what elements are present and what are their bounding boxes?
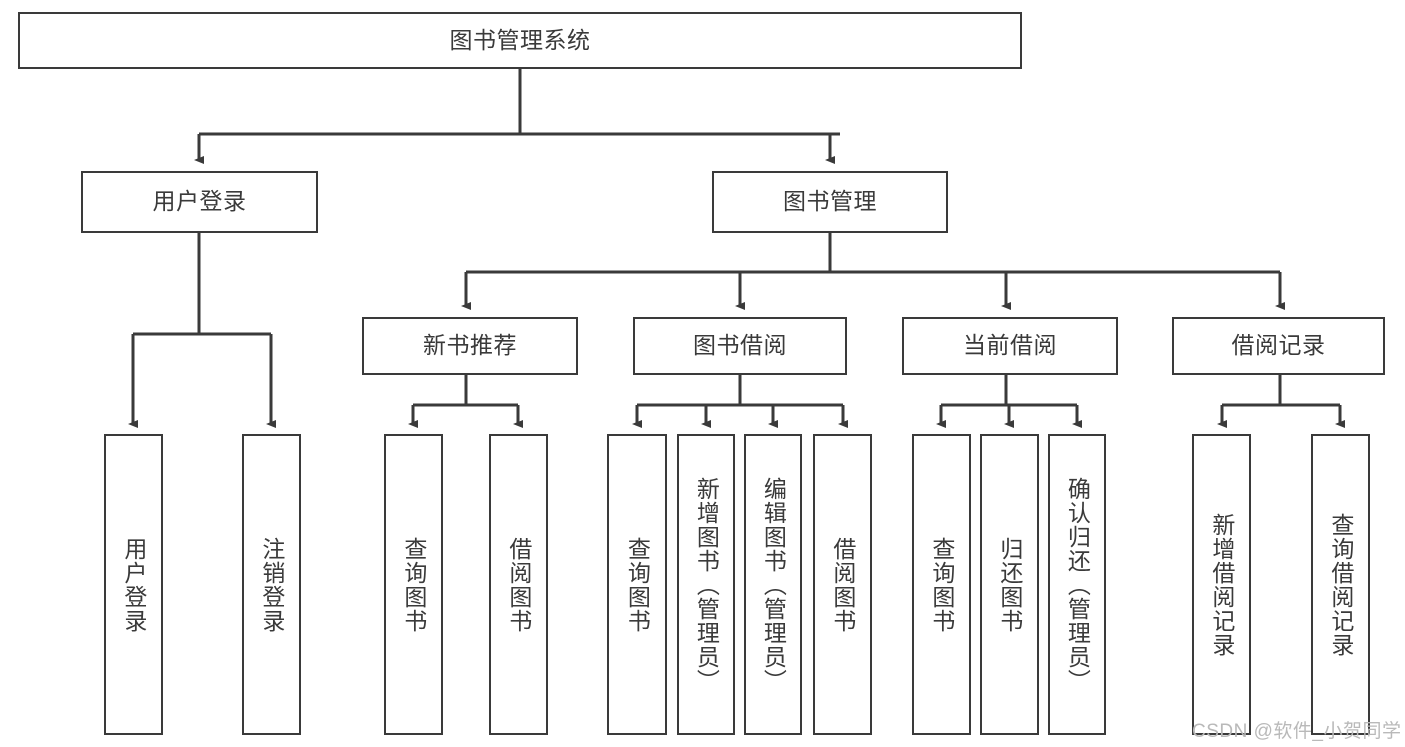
leaf-borrow-record-query-record[interactable]: 查询借阅记录 xyxy=(1311,434,1370,735)
leaf-label: 查询图书 xyxy=(624,536,651,633)
leaf-label: 借阅图书 xyxy=(829,536,856,633)
leaf-book-borrow-add-book[interactable]: 新增图书（管理员） xyxy=(677,434,735,735)
leaf-label: 归还图书 xyxy=(996,536,1023,633)
node-new-book-recommend[interactable]: 新书推荐 xyxy=(362,317,578,375)
node-user-login[interactable]: 用户登录 xyxy=(81,171,318,233)
node-book-management[interactable]: 图书管理 xyxy=(712,171,948,233)
node-book-borrow[interactable]: 图书借阅 xyxy=(633,317,847,375)
leaf-label: 确认归还（管理员） xyxy=(1064,476,1091,693)
node-current-borrow-label: 当前借阅 xyxy=(963,332,1057,359)
leaf-label: 用户登录 xyxy=(120,536,147,633)
leaf-current-borrow-return-book[interactable]: 归还图书 xyxy=(980,434,1039,735)
leaf-label: 查询借阅记录 xyxy=(1327,512,1354,657)
node-book-borrow-label: 图书借阅 xyxy=(693,332,787,359)
leaf-label: 借阅图书 xyxy=(505,536,532,633)
leaf-label: 编辑图书（管理员） xyxy=(760,476,787,693)
leaf-book-borrow-edit-book[interactable]: 编辑图书（管理员） xyxy=(744,434,802,735)
leaf-borrow-record-add-record[interactable]: 新增借阅记录 xyxy=(1192,434,1251,735)
leaf-label: 查询图书 xyxy=(928,536,955,633)
node-book-management-label: 图书管理 xyxy=(783,188,877,215)
leaf-user-login-login[interactable]: 用户登录 xyxy=(104,434,163,735)
leaf-new-book-borrow-book[interactable]: 借阅图书 xyxy=(489,434,548,735)
node-borrow-record-label: 借阅记录 xyxy=(1231,332,1326,359)
leaf-label: 注销登录 xyxy=(258,536,285,633)
leaf-new-book-query-book[interactable]: 查询图书 xyxy=(384,434,443,735)
node-current-borrow[interactable]: 当前借阅 xyxy=(902,317,1118,375)
leaf-label: 新增图书（管理员） xyxy=(693,476,720,693)
leaf-user-login-logout[interactable]: 注销登录 xyxy=(242,434,301,735)
leaf-current-borrow-query-book[interactable]: 查询图书 xyxy=(912,434,971,735)
leaf-current-borrow-confirm-return[interactable]: 确认归还（管理员） xyxy=(1048,434,1106,735)
node-new-book-recommend-label: 新书推荐 xyxy=(423,332,517,359)
node-root-label: 图书管理系统 xyxy=(449,26,591,53)
csdn-watermark: CSDN @软件_小贺同学 xyxy=(1192,721,1402,742)
leaf-book-borrow-borrow-book[interactable]: 借阅图书 xyxy=(813,434,872,735)
node-user-login-label: 用户登录 xyxy=(152,188,247,215)
node-root[interactable]: 图书管理系统 xyxy=(18,12,1022,69)
node-borrow-record[interactable]: 借阅记录 xyxy=(1172,317,1385,375)
leaf-label: 查询图书 xyxy=(400,536,427,633)
leaf-label: 新增借阅记录 xyxy=(1208,512,1235,657)
leaf-book-borrow-query-book[interactable]: 查询图书 xyxy=(607,434,667,735)
